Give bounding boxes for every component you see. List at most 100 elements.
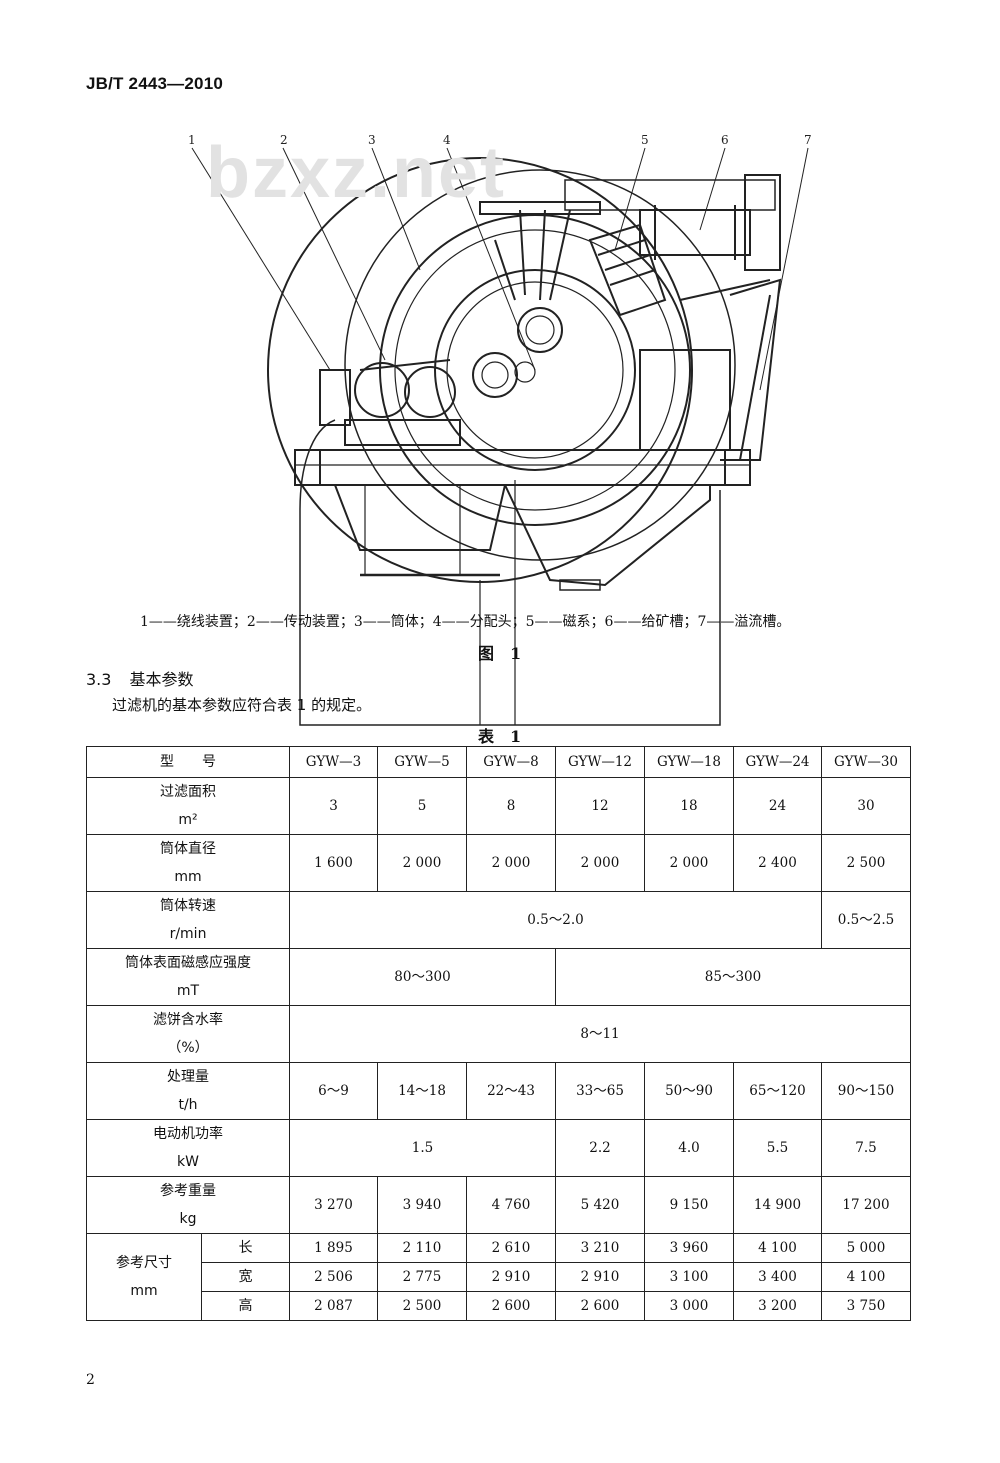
value-cell: 2.2 bbox=[555, 1119, 645, 1177]
value-cell: 14～18 bbox=[377, 1062, 467, 1120]
value-cell: 2 910 bbox=[555, 1262, 645, 1292]
table-title: 表 1 bbox=[478, 727, 522, 746]
callout-6: 6 bbox=[721, 133, 729, 147]
value-cell: 2 500 bbox=[821, 834, 911, 892]
figure-caption: 图 1 bbox=[478, 644, 522, 663]
value-cell: 2 000 bbox=[377, 834, 467, 892]
value-cell: 2 000 bbox=[644, 834, 734, 892]
value-cell: 8～11 bbox=[289, 1005, 911, 1063]
model-cell: GYW—18 bbox=[644, 746, 734, 778]
model-cell: GYW—5 bbox=[377, 746, 467, 778]
value-cell: 14 900 bbox=[733, 1176, 822, 1234]
value-cell: 3 100 bbox=[644, 1262, 734, 1292]
value-cell: 3 270 bbox=[289, 1176, 378, 1234]
sub-label: 宽 bbox=[201, 1262, 290, 1292]
value-cell: 2 506 bbox=[289, 1262, 378, 1292]
value-cell: 5 000 bbox=[821, 1233, 911, 1263]
model-cell: GYW—12 bbox=[555, 746, 645, 778]
model-cell: GYW—8 bbox=[466, 746, 556, 778]
value-cell: 24 bbox=[733, 777, 822, 835]
sub-label: 高 bbox=[201, 1291, 290, 1321]
callout-3: 3 bbox=[368, 133, 376, 147]
table-row: 滤饼含水率（%） 8～11 bbox=[86, 1005, 911, 1063]
model-cell: GYW—30 bbox=[821, 746, 911, 778]
value-cell: 3 750 bbox=[821, 1291, 911, 1321]
callout-5: 5 bbox=[641, 133, 649, 147]
value-cell: 4.0 bbox=[644, 1119, 734, 1177]
table-row: 高 2 087 2 500 2 600 2 600 3 000 3 200 3 … bbox=[87, 1291, 911, 1321]
value-cell: 6～9 bbox=[289, 1062, 378, 1120]
value-cell: 9 150 bbox=[644, 1176, 734, 1234]
value-cell: 1 895 bbox=[289, 1233, 378, 1263]
value-cell: 12 bbox=[555, 777, 645, 835]
header-model: 型 号 bbox=[86, 746, 290, 778]
value-cell: 3 960 bbox=[644, 1233, 734, 1263]
row-label: 滤饼含水率（%） bbox=[86, 1005, 290, 1063]
value-cell: 8 bbox=[466, 777, 556, 835]
value-cell: 90～150 bbox=[821, 1062, 911, 1120]
value-cell: 2 600 bbox=[555, 1291, 645, 1321]
value-cell: 2 000 bbox=[466, 834, 556, 892]
section-number: 3.3 bbox=[86, 670, 112, 689]
value-cell: 3 400 bbox=[733, 1262, 822, 1292]
value-cell: 33～65 bbox=[555, 1062, 645, 1120]
callout-4: 4 bbox=[443, 133, 451, 147]
value-cell: 2 610 bbox=[466, 1233, 556, 1263]
value-cell: 18 bbox=[644, 777, 734, 835]
value-cell: 2 775 bbox=[377, 1262, 467, 1292]
value-cell: 30 bbox=[821, 777, 911, 835]
figure-legend: 1——绕线装置；2——传动装置；3——筒体；4——分配头；5——磁系；6——给矿… bbox=[140, 614, 791, 630]
value-cell: 5.5 bbox=[733, 1119, 822, 1177]
value-cell: 22～43 bbox=[466, 1062, 556, 1120]
filter-machine-drawing: 1 2 3 4 5 6 7 bbox=[188, 133, 812, 726]
value-cell: 0.5～2.0 bbox=[289, 891, 822, 949]
section-heading: 3.3 基本参数 bbox=[86, 666, 193, 690]
callout-2: 2 bbox=[280, 133, 288, 147]
callout-1: 1 bbox=[188, 133, 196, 147]
value-cell: 4 100 bbox=[821, 1262, 911, 1292]
value-cell: 65～120 bbox=[733, 1062, 822, 1120]
value-cell: 1 600 bbox=[289, 834, 378, 892]
sub-label: 长 bbox=[201, 1233, 290, 1263]
value-cell: 2 400 bbox=[733, 834, 822, 892]
value-cell: 17 200 bbox=[821, 1176, 911, 1234]
value-cell: 7.5 bbox=[821, 1119, 911, 1177]
value-cell: 80～300 bbox=[289, 948, 556, 1006]
value-cell: 5 bbox=[377, 777, 467, 835]
table-row: 型 号 GYW—3 GYW—5 GYW—8 GYW—12 GYW—18 GYW—… bbox=[86, 746, 911, 778]
value-cell: 2 110 bbox=[377, 1233, 467, 1263]
value-cell: 4 100 bbox=[733, 1233, 822, 1263]
callout-7: 7 bbox=[804, 133, 812, 147]
value-cell: 50～90 bbox=[644, 1062, 734, 1120]
value-cell: 1.5 bbox=[289, 1119, 556, 1177]
value-cell: 3 200 bbox=[733, 1291, 822, 1321]
value-cell: 2 910 bbox=[466, 1262, 556, 1292]
parameters-table: 型 号 GYW—3 GYW—5 GYW—8 GYW—12 GYW—18 GYW—… bbox=[86, 746, 911, 1321]
section-title: 基本参数 bbox=[129, 670, 194, 689]
value-cell: 2 600 bbox=[466, 1291, 556, 1321]
standard-code: JB/T 2443—2010 bbox=[86, 74, 223, 93]
model-cell: GYW—3 bbox=[289, 746, 378, 778]
value-cell: 3 940 bbox=[377, 1176, 467, 1234]
value-cell: 3 000 bbox=[644, 1291, 734, 1321]
model-cell: GYW—24 bbox=[733, 746, 822, 778]
value-cell: 85～300 bbox=[555, 948, 911, 1006]
value-cell: 2 000 bbox=[555, 834, 645, 892]
page-number: 2 bbox=[86, 1372, 95, 1388]
